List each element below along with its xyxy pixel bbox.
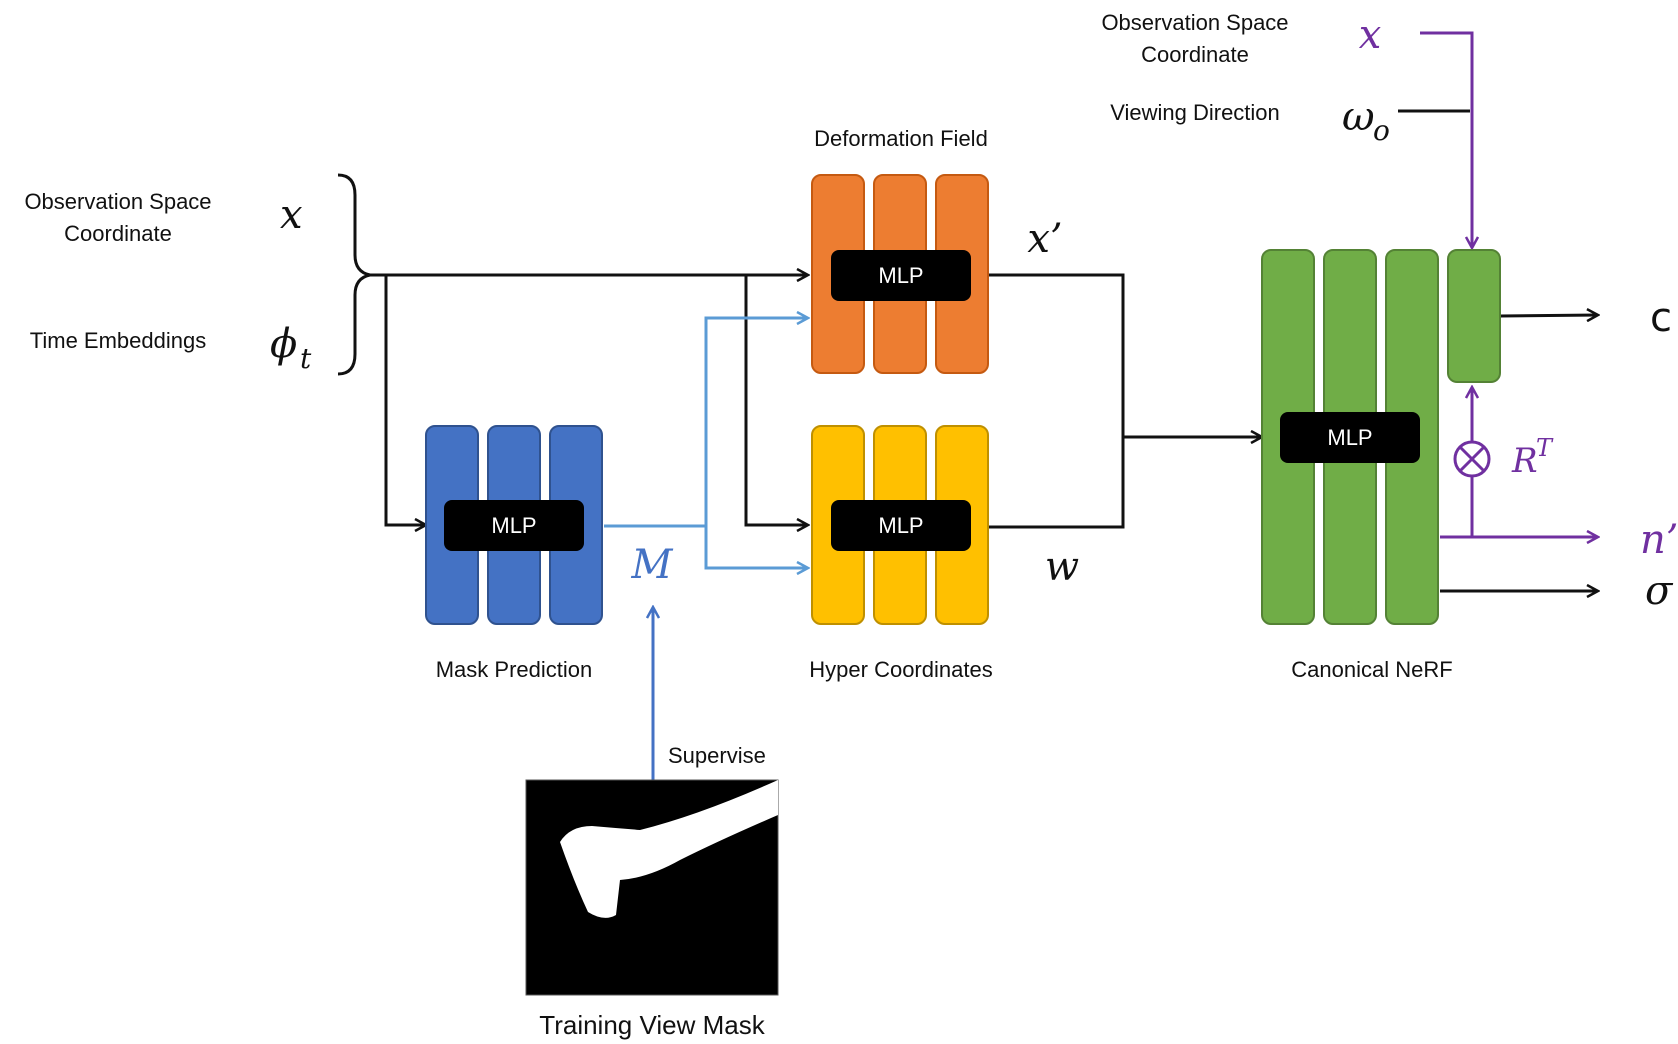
top-obs-symbol: x [1359, 12, 1382, 58]
rotation-superscript: T [1536, 434, 1554, 462]
nerf-mlp-box [1280, 412, 1420, 463]
mask-output-symbol: M [631, 542, 674, 588]
connection-lines [370, 109, 1598, 591]
deformation-output-symbol: x’ [1027, 216, 1062, 262]
top-obs-label-line1: Observation Space [1101, 10, 1288, 35]
top-obs-label-line2: Coordinate [1141, 42, 1249, 67]
nerf-title: Canonical NeRF [1291, 657, 1452, 682]
training-mask-caption: Training View Mask [539, 1010, 765, 1040]
deformation-mlp-label: MLP [878, 263, 923, 288]
top-view-label: Viewing Direction [1110, 100, 1280, 125]
multiply-icon [1453, 440, 1491, 478]
hyper-title: Hyper Coordinates [809, 657, 992, 682]
input-brace [337, 173, 371, 376]
line-mask-to-hyper [704, 526, 808, 568]
line-input-to-hyper [744, 275, 808, 525]
nerf-block: MLP [1261, 249, 1501, 625]
input-time-symbol: ϕ [270, 321, 297, 367]
line-obs-to-nerf-head [1420, 31, 1472, 248]
top-view-symbol: ω [1342, 94, 1375, 140]
input-obs-label-line1: Observation Space [24, 189, 211, 214]
mask-mlp-label: MLP [491, 513, 536, 538]
mask-prediction-title: Mask Prediction [436, 657, 593, 682]
deformation-mlp-box [831, 250, 971, 301]
rotation-symbol: R [1511, 441, 1538, 481]
line-mask-to-deformation [604, 318, 808, 528]
nerf-color-head [1447, 249, 1501, 383]
deformation-title: Deformation Field [814, 126, 988, 151]
mask-mlp-box [444, 500, 584, 551]
output-color: c [1650, 295, 1672, 341]
mask-prediction-block: MLP [425, 425, 603, 625]
hyper-output-symbol: w [1045, 544, 1079, 590]
line-to-color [1499, 315, 1598, 316]
output-density: σ [1645, 568, 1674, 614]
hyper-block: MLP [811, 425, 989, 625]
deformation-block: MLP [811, 174, 989, 374]
input-obs-label-line2: Coordinate [64, 221, 172, 246]
nerf-mlp-label: MLP [1327, 425, 1372, 450]
line-merge-outputs [985, 273, 1125, 529]
training-mask-image [525, 779, 779, 996]
input-time-subscript: t [300, 342, 312, 375]
input-obs-symbol: x [280, 192, 303, 238]
top-view-subscript: o [1373, 114, 1390, 147]
hyper-mlp-box [831, 500, 971, 551]
purple-lines [1420, 31, 1598, 537]
hyper-mlp-label: MLP [878, 513, 923, 538]
supervise-label: Supervise [668, 743, 766, 768]
mask-lines [604, 318, 808, 568]
line-input-to-mask [384, 275, 426, 525]
output-normal: n’ [1640, 517, 1678, 563]
input-time-label: Time Embeddings [30, 328, 206, 353]
